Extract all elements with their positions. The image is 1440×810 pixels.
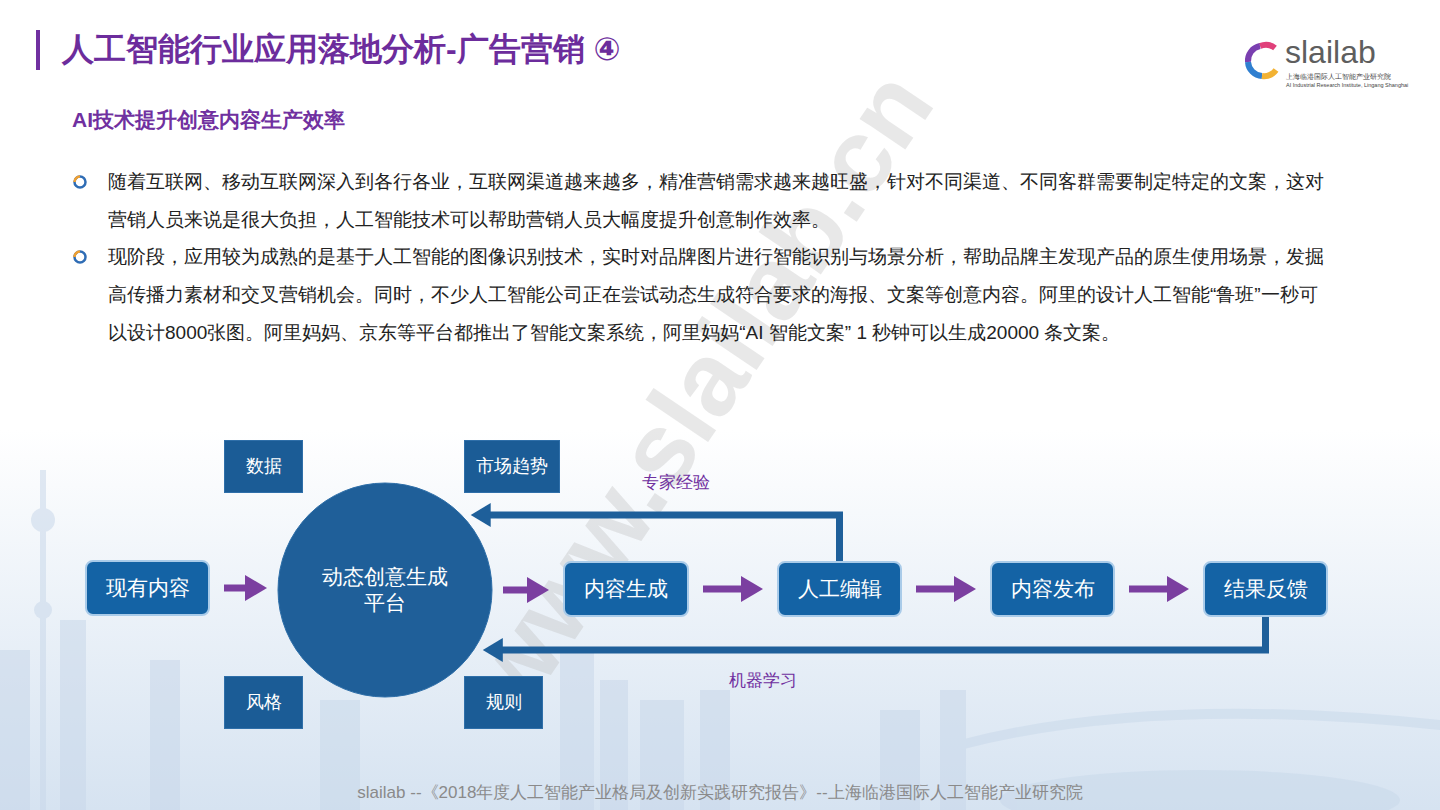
logo-arc xyxy=(1260,45,1275,48)
circle-shape xyxy=(277,482,493,698)
logo-arc xyxy=(1262,70,1276,76)
bullet-icon xyxy=(75,177,86,188)
node-text: 市场趋势 xyxy=(476,455,548,478)
feedback-arrow xyxy=(499,617,1266,650)
flow-arrow xyxy=(1129,586,1171,593)
bullet-icon xyxy=(75,252,86,263)
building xyxy=(150,660,180,810)
skyline xyxy=(0,470,1440,810)
circle-fill xyxy=(278,483,492,697)
bullet-text: 随着互联网、移动互联网深入到各行各业，互联网渠道越来越多，精准营销需求越来越旺盛… xyxy=(108,163,1333,239)
node-text: 动态创意生成 平台 xyxy=(310,564,460,617)
bullet-arc xyxy=(75,252,81,258)
platform-circle: 动态创意生成 平台 xyxy=(277,482,493,698)
title-bar xyxy=(36,30,40,70)
flow-arrow xyxy=(916,586,958,593)
watermark: www.slailab.cn xyxy=(443,49,956,730)
node-text: 风格 xyxy=(246,691,282,714)
watermark-holder: www.slailab.cn xyxy=(443,49,956,730)
edge-label: 专家经验 xyxy=(640,471,712,494)
flow-arrow xyxy=(503,587,531,594)
node-text: 数据 xyxy=(246,455,282,478)
edge-label: 机器学习 xyxy=(727,669,799,692)
tower-ball xyxy=(31,508,55,532)
node-text: 规则 xyxy=(486,691,522,714)
bullet-text: 现阶段，应用较为成熟的是基于人工智能的图像识别技术，实时对品牌图片进行智能识别与… xyxy=(108,238,1333,352)
tower-ball xyxy=(34,601,52,619)
node-text: 人工编辑 xyxy=(798,576,882,602)
input-tag-box: 市场趋势 xyxy=(464,440,560,493)
bridge xyxy=(960,709,1440,750)
feedback-arrow xyxy=(487,515,840,561)
logo-arc xyxy=(1248,46,1260,62)
logo-subtext: AI Industrial Research Institute, Lingan… xyxy=(1286,82,1408,88)
logo-arc xyxy=(1248,62,1262,76)
footer-caption: slailab --《2018年度人工智能产业格局及创新实践研究报告》--上海临… xyxy=(0,781,1440,804)
process-box: 结果反馈 xyxy=(1203,561,1328,617)
sky-ground xyxy=(0,430,1440,810)
building xyxy=(0,650,30,810)
flow-arrow xyxy=(224,585,249,592)
node-text: 结果反馈 xyxy=(1224,576,1308,602)
bullet-arc xyxy=(75,177,81,183)
section-heading: AI技术提升创意内容生产效率 xyxy=(72,106,345,134)
logo-subtext: 上海临港国际人工智能产业研究院 xyxy=(1286,73,1391,82)
input-tag-box: 数据 xyxy=(224,440,303,493)
process-box: 内容生成 xyxy=(563,561,689,617)
input-tag-box: 风格 xyxy=(224,676,303,729)
logo-text: slailab xyxy=(1285,34,1376,71)
slide-title: 人工智能行业应用落地分析-广告营销 ④ xyxy=(62,28,621,72)
process-box: 内容发布 xyxy=(990,561,1115,617)
flow-arrow xyxy=(703,586,745,593)
logo-mark xyxy=(1248,45,1276,76)
node-text: 内容生成 xyxy=(584,576,668,602)
node-text: 内容发布 xyxy=(1011,576,1095,602)
process-box: 人工编辑 xyxy=(777,561,902,617)
process-box: 现有内容 xyxy=(85,560,210,616)
building xyxy=(320,700,360,810)
node-text: 现有内容 xyxy=(106,575,190,601)
bullet-ring xyxy=(75,177,86,188)
building xyxy=(60,620,86,810)
bullet-ring xyxy=(75,252,86,263)
input-tag-box: 规则 xyxy=(464,676,543,729)
